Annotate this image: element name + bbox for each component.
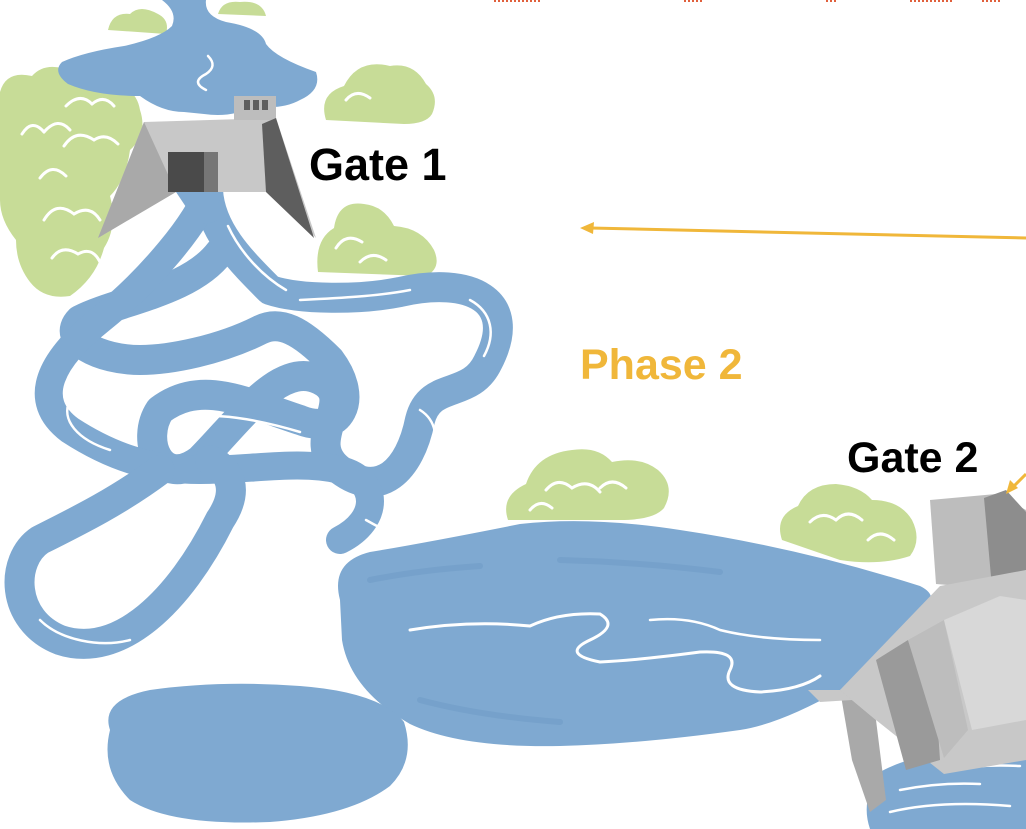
gate-1-label: Gate 1 xyxy=(309,139,447,190)
gate-2-label: Gate 2 xyxy=(847,434,979,482)
big-lake xyxy=(338,521,932,747)
river-highlights xyxy=(38,224,492,645)
phase-arrow xyxy=(580,222,1026,240)
bush-details xyxy=(20,92,896,542)
phase-2-label: Phase 2 xyxy=(580,341,743,389)
bottom-pool xyxy=(107,683,408,823)
gate-2 xyxy=(808,490,1026,812)
top-pool xyxy=(58,0,318,115)
winding-river xyxy=(4,175,513,659)
gate2-arrow xyxy=(1006,472,1026,494)
gate-1 xyxy=(98,96,316,238)
